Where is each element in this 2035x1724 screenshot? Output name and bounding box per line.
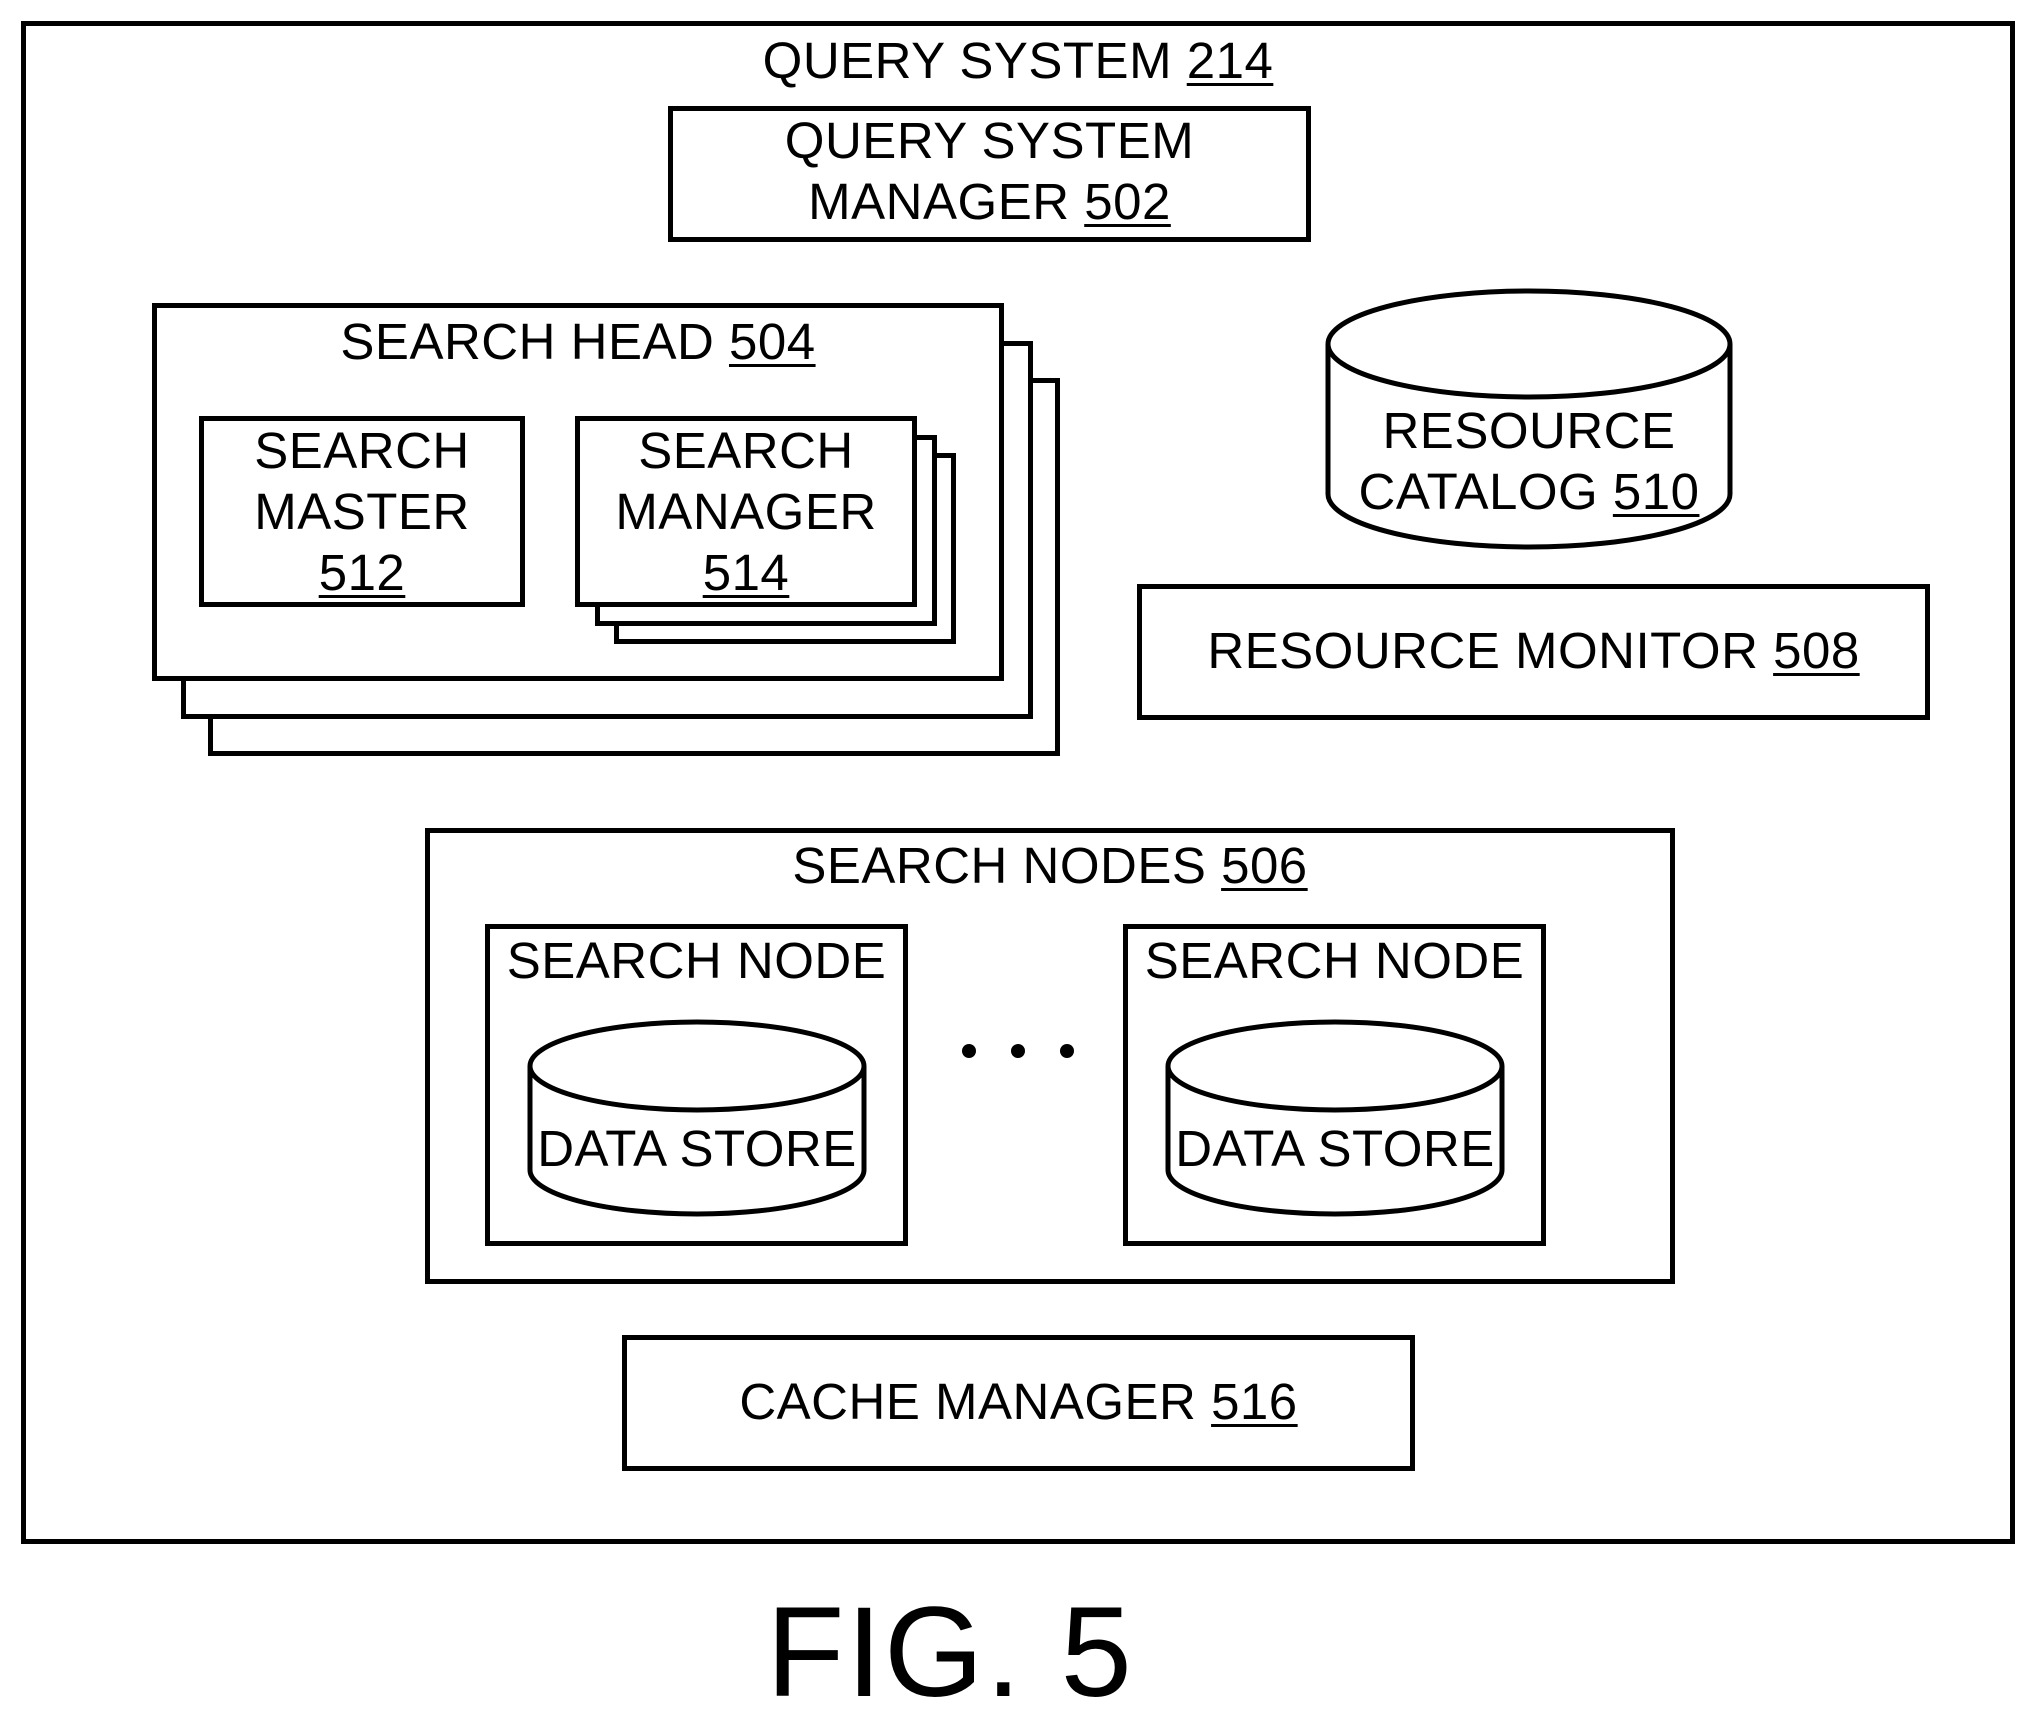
query-system-manager-label: QUERY SYSTEM MANAGER 502 bbox=[668, 110, 1311, 232]
search-head-name: SEARCH HEAD bbox=[340, 313, 714, 370]
search-manager-label: SEARCH MANAGER 514 bbox=[575, 420, 917, 603]
ellipsis-dot-3 bbox=[1060, 1044, 1074, 1058]
query-system-manager-line2: MANAGER bbox=[808, 173, 1069, 230]
resource-catalog-line1: RESOURCE bbox=[1323, 400, 1735, 461]
resource-monitor-ref: 508 bbox=[1773, 622, 1860, 679]
search-nodes-title: SEARCH NODES 506 bbox=[425, 835, 1675, 896]
search-node-label: SEARCH NODE bbox=[485, 930, 908, 991]
query-system-frame bbox=[21, 21, 2015, 1544]
data-store-label: DATA STORE bbox=[525, 1118, 869, 1179]
resource-catalog-label: RESOURCE CATALOG 510 bbox=[1323, 400, 1735, 522]
cache-manager-ref: 516 bbox=[1211, 1373, 1298, 1430]
query-system-ref: 214 bbox=[1187, 32, 1274, 89]
search-nodes-name: SEARCH NODES bbox=[792, 837, 1206, 894]
search-master-label: SEARCH MASTER 512 bbox=[199, 420, 525, 603]
cache-manager-label: CACHE MANAGER 516 bbox=[622, 1371, 1415, 1432]
search-node-label: SEARCH NODE bbox=[1123, 930, 1546, 991]
search-nodes-ref: 506 bbox=[1221, 837, 1308, 894]
search-master-ref: 512 bbox=[319, 544, 406, 601]
ellipsis-dot-1 bbox=[962, 1044, 976, 1058]
resource-monitor-label: RESOURCE MONITOR 508 bbox=[1137, 620, 1930, 681]
query-system-name: QUERY SYSTEM bbox=[763, 32, 1172, 89]
query-system-manager-line1: QUERY SYSTEM bbox=[668, 110, 1311, 171]
search-head-title: SEARCH HEAD 504 bbox=[152, 311, 1004, 372]
search-head-ref: 504 bbox=[729, 313, 816, 370]
query-system-manager-ref: 502 bbox=[1084, 173, 1171, 230]
search-manager-line1: SEARCH bbox=[575, 420, 917, 481]
query-system-title: QUERY SYSTEM 214 bbox=[21, 30, 2015, 91]
figure-label: FIG. 5 bbox=[700, 1583, 1200, 1723]
resource-catalog-line2: CATALOG bbox=[1359, 463, 1599, 520]
cache-manager-name: CACHE MANAGER bbox=[739, 1373, 1196, 1430]
data-store-label: DATA STORE bbox=[1163, 1118, 1507, 1179]
search-master-line1: SEARCH bbox=[199, 420, 525, 481]
search-manager-line2: MANAGER bbox=[575, 481, 917, 542]
resource-monitor-name: RESOURCE MONITOR bbox=[1207, 622, 1758, 679]
resource-catalog-ref: 510 bbox=[1613, 463, 1700, 520]
search-manager-ref: 514 bbox=[703, 544, 790, 601]
ellipsis-dot-2 bbox=[1011, 1044, 1025, 1058]
search-master-line2: MASTER bbox=[199, 481, 525, 542]
